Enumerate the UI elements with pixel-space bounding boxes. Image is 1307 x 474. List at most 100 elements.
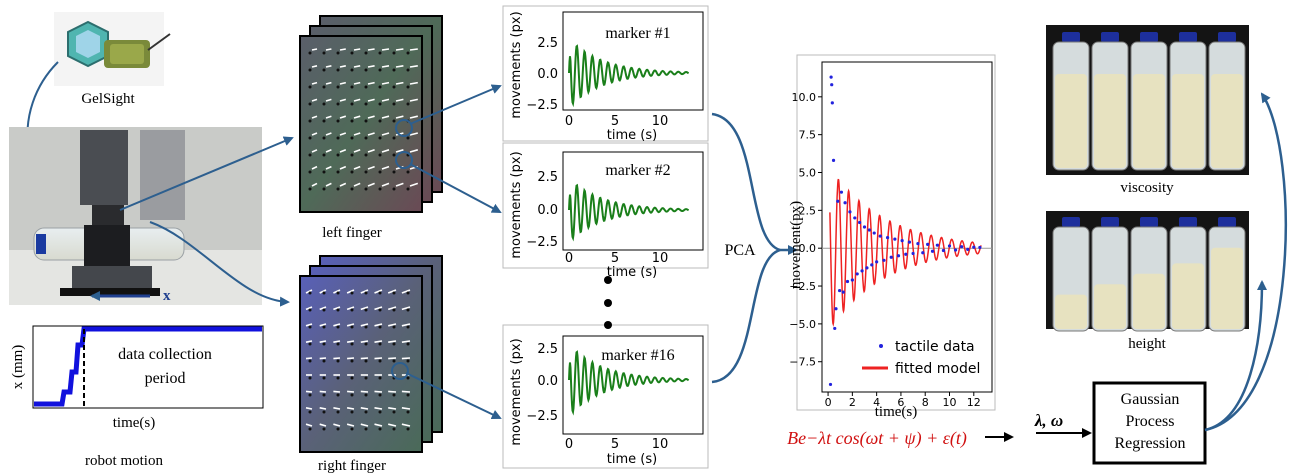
lambda-omega-label: λ, ω — [1034, 411, 1063, 430]
marker-arrow — [333, 340, 341, 343]
marker-dot — [322, 376, 326, 380]
gpr-box — [1092, 381, 1207, 465]
xtick: 10 — [652, 437, 669, 452]
marker-arrow — [360, 289, 369, 294]
marker-dot — [308, 170, 312, 174]
marker1-arrow — [409, 84, 502, 125]
marker-arrow — [319, 423, 327, 427]
marker-dot — [378, 85, 382, 89]
marker-dot — [392, 68, 396, 72]
marker-dot — [322, 119, 326, 123]
marker-arrow — [346, 407, 355, 410]
marker-arrow — [401, 423, 411, 427]
marker-dot — [392, 153, 396, 157]
tactile-data-point — [900, 239, 904, 243]
marker-arrow — [388, 407, 397, 410]
bottle-liquid — [1211, 74, 1243, 168]
marker-dot — [378, 342, 382, 346]
marker-arrow — [311, 65, 318, 68]
marker-arrow — [387, 306, 397, 311]
marker-plot-xlabel: time (s) — [607, 265, 657, 280]
marker-arrow — [367, 182, 375, 187]
marker-dot — [350, 170, 354, 174]
marker-dot — [378, 170, 382, 174]
tactile-data-point — [829, 75, 833, 79]
marker-arrow — [381, 165, 390, 170]
marker-arrow — [319, 340, 327, 343]
marker-plot-ylabel: movements (px) — [509, 11, 524, 118]
marker-arrow — [395, 182, 404, 187]
marker-arrow — [305, 323, 313, 327]
marker-arrow — [339, 48, 346, 51]
marker-arrow — [339, 149, 347, 153]
marker-arrow — [395, 98, 404, 102]
legend-label-fitted: fitted model — [895, 361, 980, 377]
marker-arrow — [409, 115, 418, 119]
marker-dot — [336, 85, 340, 89]
marker-dot — [378, 410, 382, 414]
tactile-data-point — [870, 263, 874, 267]
robot-motion-ylabel: x (mm) — [10, 345, 26, 390]
marker-arrow — [388, 340, 397, 343]
marker-dot — [364, 359, 368, 363]
marker-dot — [406, 342, 410, 346]
marker-dot — [392, 136, 396, 140]
marker-arrow — [395, 48, 404, 51]
marker-dot — [364, 170, 368, 174]
marker-arrow — [333, 357, 341, 360]
bottle-cap — [1218, 217, 1236, 227]
chart-xtick-label: 8 — [922, 396, 929, 409]
marker-dot — [336, 308, 340, 312]
marker-dot — [406, 410, 410, 414]
tactile-data-point — [889, 255, 893, 259]
chart-ytick-label: −2.5 — [789, 280, 816, 293]
marker-arrow — [388, 423, 397, 427]
marker-dot — [350, 153, 354, 157]
marker-dot — [406, 51, 410, 55]
marker-arrow — [401, 357, 411, 360]
marker-arrow — [381, 81, 390, 85]
ytick: 0.0 — [537, 203, 558, 218]
marker-dot — [378, 153, 382, 157]
marker2-arrow — [409, 163, 502, 213]
tactile-data-point — [850, 278, 854, 282]
marker-dot — [336, 102, 340, 106]
marker-arrow — [311, 165, 318, 170]
robot-to-left-finger-arrow — [119, 136, 294, 211]
marker-dot — [350, 119, 354, 123]
tactile-data-point — [941, 248, 946, 253]
marker-dot — [350, 187, 354, 191]
marker-arrow — [325, 182, 332, 187]
tactile-data-point — [838, 288, 842, 293]
chart-ytick-label: 7.5 — [799, 129, 817, 142]
right-finger-label: right finger — [318, 458, 386, 474]
marker-dot — [364, 136, 368, 140]
marker-dot — [336, 393, 340, 397]
marker-dot — [322, 153, 326, 157]
marker-dot — [336, 153, 340, 157]
marker-arrow — [339, 65, 346, 68]
bottle-cap — [1062, 32, 1080, 42]
marker-dot — [322, 136, 326, 140]
marker-dot — [378, 102, 382, 106]
marker-arrow — [360, 357, 369, 360]
marker-dot — [392, 342, 396, 346]
marker-dot — [350, 85, 354, 89]
marker-dot — [378, 359, 382, 363]
data-collection-label-line2: period — [145, 370, 186, 387]
marker-dot — [392, 102, 396, 106]
marker-arrow — [374, 390, 383, 393]
bottle-cap — [1140, 217, 1158, 227]
marker-arrow — [311, 149, 318, 153]
xtick: 0 — [565, 251, 573, 266]
marker-plot-xlabel: time (s) — [607, 128, 657, 143]
marker-plot-xlabel: time (s) — [607, 452, 657, 467]
marker-arrow — [353, 182, 361, 187]
pca-brace-bottom — [711, 248, 781, 384]
marker-dot — [308, 119, 312, 123]
marker-arrow — [339, 182, 347, 187]
marker-plot-title: marker #16 — [601, 347, 674, 364]
marker-arrow — [401, 407, 411, 410]
marker-dot — [322, 170, 326, 174]
